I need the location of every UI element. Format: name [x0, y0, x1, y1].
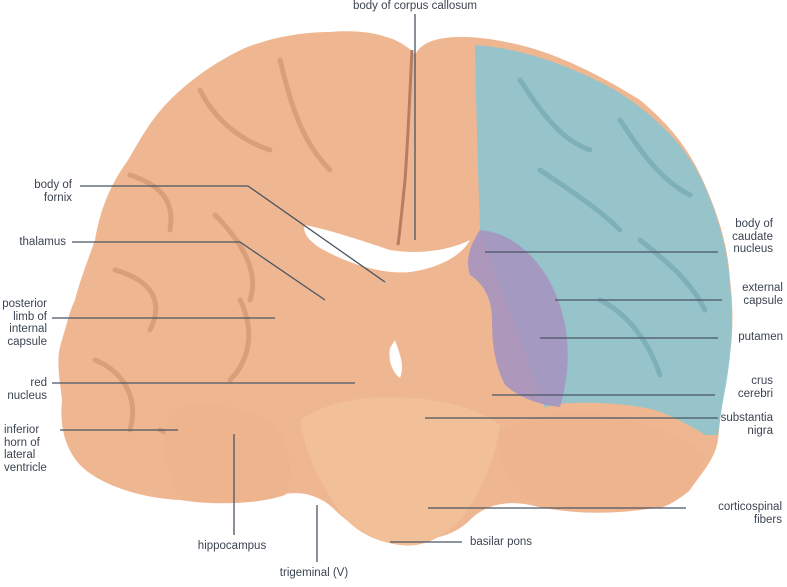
label-hippocampus: hippocampus [197, 540, 267, 552]
leader-lines [52, 14, 722, 562]
label-corticospinal-fibers: corticospinal fibers [718, 501, 782, 526]
label-body-of-caudate-nucleus: body of caudate nucleus [732, 218, 773, 255]
label-basilar-pons: basilar pons [470, 536, 533, 548]
midline-fissure [396, 49, 414, 246]
label-crus-cerebri: crus cerebri [737, 375, 773, 400]
leader-thalamus [72, 241, 326, 301]
label-body-of-fornix: body of fornix [34, 179, 72, 204]
label-thalamus: thalamus [19, 236, 66, 248]
label-substantia-nigra: substantia nigra [720, 412, 773, 437]
temporal-lobe-left [164, 404, 290, 503]
label-external-capsule: external capsule [742, 282, 783, 307]
label-posterior-limb-internal-capsule: posterior limb of internal capsule [2, 298, 47, 348]
basal-ganglia-highlight [468, 230, 568, 407]
label-inferior-horn-lateral-ventricle: inferior horn of lateral ventricle [4, 424, 47, 474]
label-red-nucleus: red nucleus [7, 377, 47, 402]
label-trigeminal: trigeminal (V) [279, 567, 349, 579]
lateral-ventricle [304, 225, 470, 273]
brainstem [300, 397, 500, 546]
temporal-lobe-right [498, 413, 705, 510]
third-ventricle [389, 340, 403, 378]
right-cortex-folds [517, 77, 708, 378]
leader-fornix [80, 185, 386, 283]
label-body-of-corpus-callosum: body of corpus callosum [352, 0, 477, 12]
label-putamen: putamen [738, 331, 783, 343]
